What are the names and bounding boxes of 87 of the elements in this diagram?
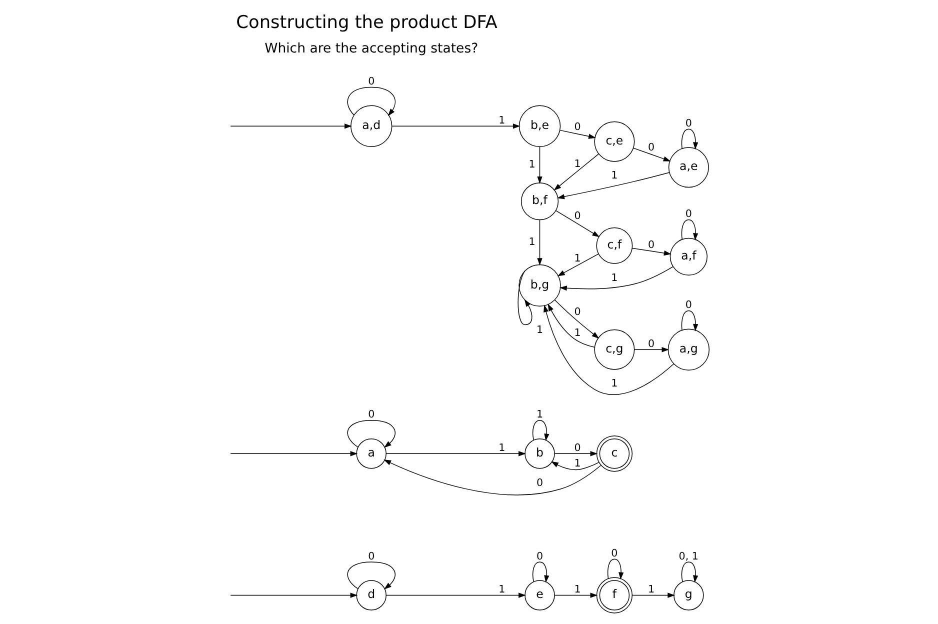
- edge-label: 1: [498, 114, 505, 126]
- arrow: [556, 172, 670, 200]
- edge-label: 1: [528, 158, 535, 170]
- node-circle: c: [596, 436, 632, 472]
- arrow: [680, 128, 698, 150]
- diagram-title: Constructing the product DFA: [236, 13, 497, 34]
- node-circle: c,e: [594, 121, 634, 162]
- node-circle: f: [596, 577, 632, 614]
- edge-label: 1: [498, 583, 505, 596]
- node-circle: g: [673, 580, 704, 610]
- node-circle: d: [356, 580, 386, 610]
- node-circle: a,g: [667, 328, 710, 370]
- edge-label: 0: [648, 142, 654, 154]
- edge-label: 0: [648, 238, 654, 251]
- arrow: [230, 592, 358, 598]
- edge-label: 0: [368, 408, 374, 421]
- arrow: [230, 124, 352, 129]
- edge-label: 0: [574, 210, 580, 222]
- edge-label: 0: [610, 547, 618, 560]
- arrow: [554, 300, 599, 339]
- arrow: [680, 562, 698, 583]
- edge-label: 0: [368, 550, 374, 562]
- arrow: [385, 592, 526, 598]
- node-circle: a: [356, 438, 386, 469]
- arrow: [346, 420, 396, 448]
- node-circle: e: [524, 580, 554, 610]
- arrow: [517, 270, 532, 326]
- edge-label: 1: [574, 583, 580, 596]
- edge-label: 0, 1: [678, 550, 698, 562]
- arrow: [391, 124, 520, 129]
- edge-label: 0: [574, 442, 580, 454]
- edge-label: 0: [368, 75, 374, 88]
- arrow: [558, 130, 596, 139]
- arrow: [554, 592, 598, 598]
- arrow: [680, 219, 698, 241]
- node-circle: c,f: [596, 227, 632, 264]
- edge-label: 0: [536, 477, 543, 490]
- edge-label: 0: [684, 298, 692, 311]
- node-circle: b,f: [520, 182, 558, 220]
- arrow: [383, 460, 601, 496]
- arrow: [346, 86, 396, 116]
- arrow: [606, 558, 624, 580]
- edge-label: 0: [574, 120, 580, 133]
- edge-label: 1: [610, 378, 618, 390]
- arrow: [559, 266, 673, 291]
- node-circle: a,e: [668, 147, 708, 188]
- arrow: [553, 154, 598, 191]
- node-circle: a,d: [350, 105, 392, 147]
- edge-label: 1: [610, 272, 618, 284]
- edge-label: 0: [536, 550, 543, 562]
- edge-label: 1: [498, 442, 505, 454]
- edge-label: 1: [536, 324, 543, 336]
- arrow: [536, 146, 542, 184]
- arrow: [680, 310, 698, 332]
- edge-label: 1: [574, 158, 580, 170]
- node-circle: b: [524, 438, 554, 469]
- node-circle: c,g: [594, 329, 634, 370]
- edge-label: 0: [574, 306, 580, 318]
- edge-label: 0: [684, 117, 692, 130]
- label: Which are the accepting states?: [264, 42, 478, 57]
- arrow: [346, 562, 396, 590]
- arrow: [554, 451, 598, 456]
- edge-label: 1: [536, 408, 543, 421]
- arrow: [555, 210, 600, 238]
- arrow: [632, 148, 670, 162]
- node-circle: a,f: [669, 238, 707, 276]
- arrow: [556, 254, 598, 276]
- arrow: [547, 304, 594, 348]
- arrow: [532, 420, 549, 442]
- arrow: [634, 347, 669, 352]
- arrow: [385, 451, 526, 456]
- edge-label: 0: [684, 208, 692, 220]
- edge-label: 1: [528, 236, 535, 248]
- arrow: [631, 592, 675, 598]
- edge-label: 1: [610, 170, 618, 182]
- arrow: [550, 461, 599, 470]
- edge-label: 1: [574, 326, 580, 339]
- arrow: [543, 304, 674, 395]
- arrow: [230, 451, 358, 456]
- arrow: [536, 219, 542, 266]
- arrow: [631, 248, 671, 256]
- edge-label: 1: [574, 457, 580, 470]
- edge-label: 1: [648, 583, 654, 596]
- edge-label: 0: [648, 338, 654, 350]
- edge-label: 1: [574, 252, 580, 264]
- node-circle: b,e: [518, 105, 560, 147]
- arrow: [532, 562, 549, 583]
